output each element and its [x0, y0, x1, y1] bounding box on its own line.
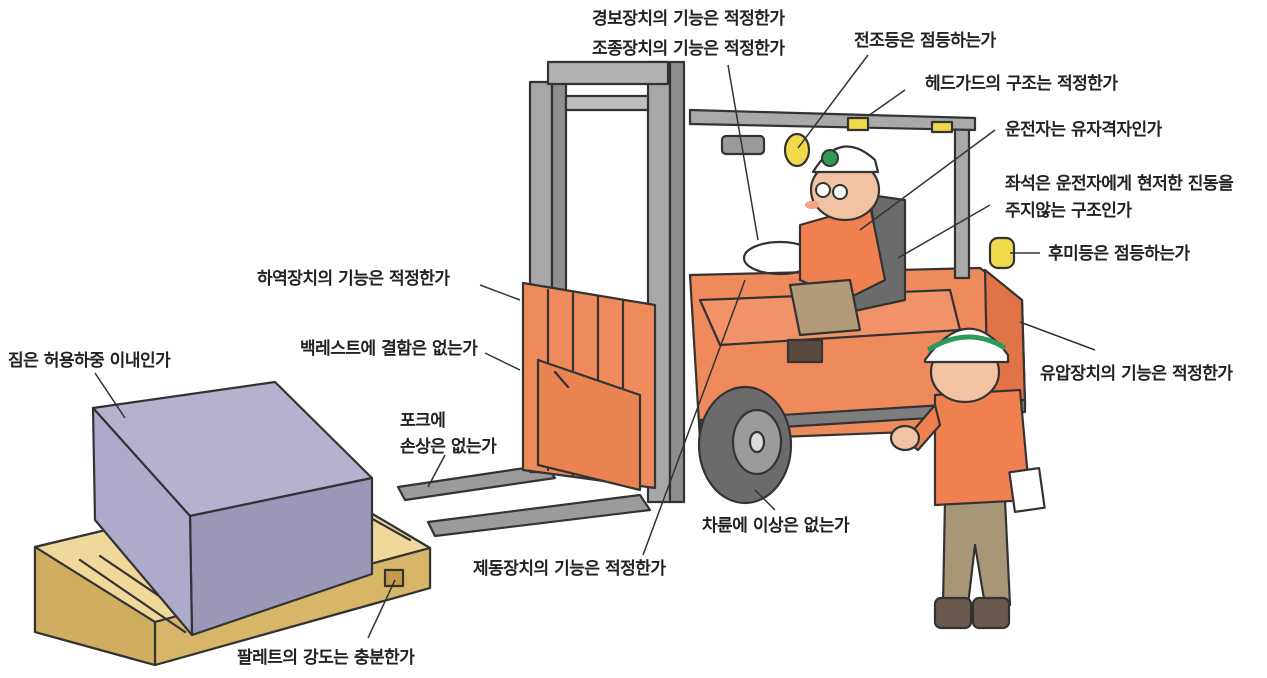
label-seat-line2: 주지않는 구조인가 — [1005, 198, 1132, 224]
label-headguard: 헤드가드의 구조는 적정한가 — [925, 71, 1118, 97]
label-lift: 하역장치의 기능은 적정한가 — [257, 266, 450, 292]
label-wheel: 차륜에 이상은 없는가 — [702, 513, 849, 539]
label-fork-line2: 손상은 없는가 — [400, 434, 496, 460]
label-fork-line1: 포크에 — [400, 408, 445, 434]
label-seat-line1: 좌석은 운전자에게 현저한 진동을 — [1005, 171, 1233, 197]
label-steering: 조종장치의 기능은 적정한가 — [592, 36, 785, 62]
label-backrest: 백레스트에 결함은 없는가 — [300, 336, 477, 362]
label-hydraulic: 유압장치의 기능은 적정한가 — [1040, 361, 1233, 387]
label-brake: 제동장치의 기능은 적정한가 — [473, 556, 666, 582]
backrest — [523, 283, 655, 490]
label-alarm: 경보장치의 기능은 적정한가 — [592, 6, 785, 32]
label-headlight: 전조등은 점등하는가 — [854, 28, 996, 54]
label-taillight: 후미등은 점등하는가 — [1048, 241, 1190, 267]
label-driver: 운전자는 유자격자인가 — [1005, 117, 1162, 143]
label-pallet: 팔레트의 강도는 충분한가 — [237, 645, 414, 671]
label-load: 짐은 허용하중 이내인가 — [8, 348, 170, 374]
front-wheel — [699, 387, 791, 503]
